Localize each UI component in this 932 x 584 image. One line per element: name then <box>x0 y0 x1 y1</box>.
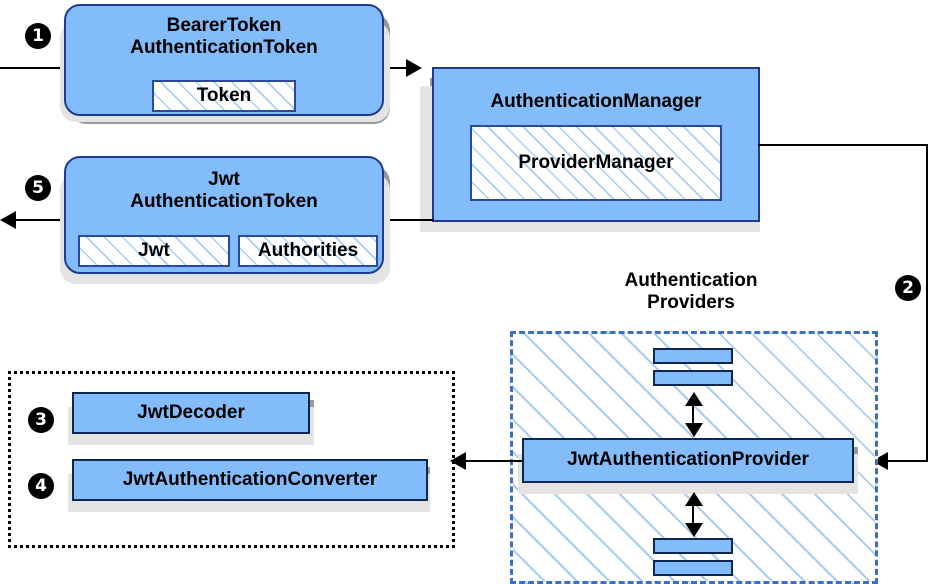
jwt-token-title: Jwt AuthenticationToken <box>130 168 318 212</box>
bearer-token-title: BearerToken AuthenticationToken <box>130 14 318 58</box>
provider-stub-bar-bottom-1 <box>653 538 733 554</box>
provider-stub-bar-top-1 <box>653 348 733 364</box>
provider-top-arrow-shaft <box>692 399 694 425</box>
jwt-converter-title: JwtAuthenticationConverter <box>122 468 378 490</box>
step-badge-2: 2 <box>895 275 921 301</box>
provider-bottom-arrow-shaft <box>692 499 694 525</box>
provider-stub-bar-bottom-2 <box>653 560 733 576</box>
step-badge-1: 1 <box>25 23 51 49</box>
auth-manager-title: AuthenticationManager <box>490 90 702 112</box>
step-badge-4: 4 <box>28 473 54 499</box>
node-bearer-token-authentication-token[interactable]: BearerToken AuthenticationToken Token <box>64 4 384 116</box>
jwt-token-inner-authorities-label: Authorities <box>257 239 359 261</box>
support-region <box>8 371 455 548</box>
connector-step5-arrowhead <box>0 211 16 229</box>
node-authentication-manager[interactable]: AuthenticationManager ProviderManager <box>432 67 760 222</box>
node-jwt-authentication-converter[interactable]: JwtAuthenticationConverter <box>72 459 428 501</box>
provider-top-arrow-down <box>685 423 703 437</box>
provider-bottom-arrow-up <box>685 492 703 506</box>
provider-bottom-arrow-down <box>685 523 703 537</box>
authentication-providers-label: Authentication Providers <box>624 269 758 313</box>
connector-step2-bottom-line <box>888 460 928 462</box>
jwt-token-inner-jwt-label: Jwt <box>138 239 170 261</box>
provider-stub-bar-top-2 <box>653 370 733 386</box>
provider-top-arrow-up <box>685 392 703 406</box>
node-jwt-authentication-provider[interactable]: JwtAuthenticationProvider <box>522 438 854 483</box>
jwt-provider-title: JwtAuthenticationProvider <box>567 449 809 471</box>
jwt-token-inner-jwt-box <box>78 235 230 267</box>
node-jwt-authentication-token[interactable]: Jwt AuthenticationToken Jwt Authorities <box>64 156 384 274</box>
jwt-token-inner-authorities-box <box>238 235 378 267</box>
jwt-decoder-title: JwtDecoder <box>137 401 245 423</box>
connector-step2-top-line <box>758 144 928 146</box>
bearer-token-inner-token-label: Token <box>196 84 252 106</box>
bearer-token-inner-token-box <box>152 80 296 112</box>
step-badge-3: 3 <box>28 407 54 433</box>
connector-step2-vertical-line <box>926 144 928 461</box>
connector-provider-to-support-line <box>466 460 524 462</box>
step-badge-5: 5 <box>25 175 51 201</box>
node-jwt-decoder[interactable]: JwtDecoder <box>72 392 310 434</box>
auth-manager-inner-provider-manager-label: ProviderManager <box>518 151 674 173</box>
connector-step1-arrowhead <box>406 59 422 77</box>
auth-manager-inner-provider-manager-box <box>470 125 722 201</box>
